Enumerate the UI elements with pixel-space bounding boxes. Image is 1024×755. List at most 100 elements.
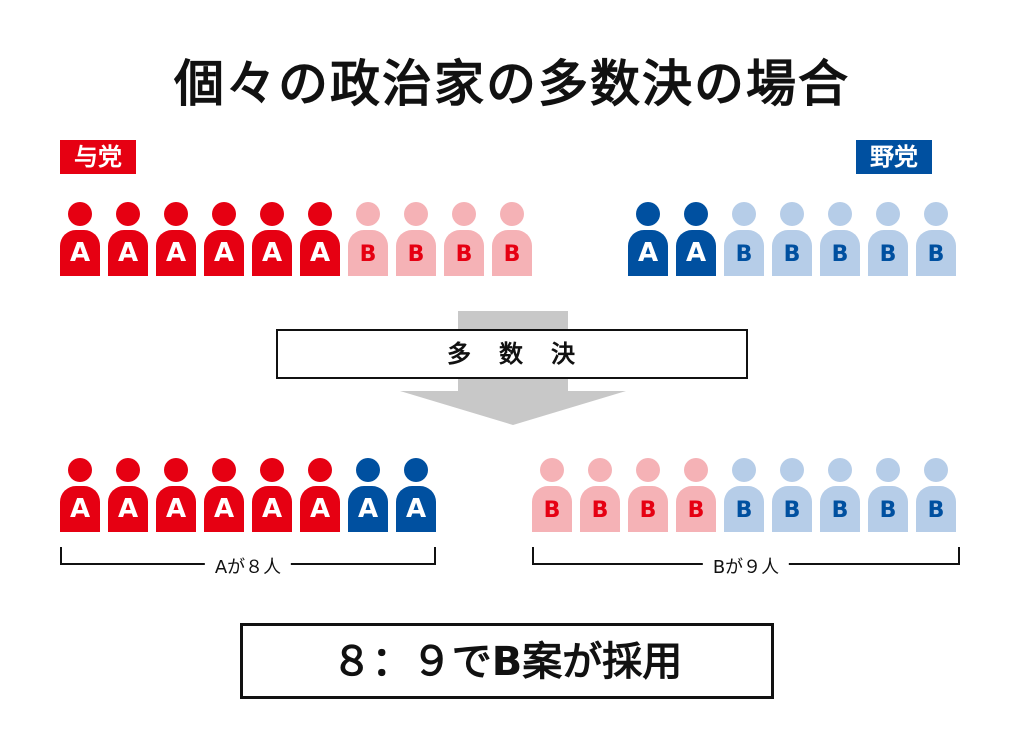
person-vote-label: A: [108, 230, 148, 276]
person-vote-label: B: [532, 486, 572, 532]
person-vote-label: B: [676, 486, 716, 532]
person-head: [116, 202, 140, 226]
person-vote-label: B: [444, 230, 484, 276]
person-icon: A: [252, 202, 292, 277]
person-vote-label: B: [724, 486, 764, 532]
person-vote-label: B: [492, 230, 532, 276]
person-icon: B: [580, 458, 620, 533]
person-icon: B: [916, 458, 956, 533]
person-icon: B: [676, 458, 716, 533]
person-vote-label: A: [204, 230, 244, 276]
person-head: [260, 202, 284, 226]
opposition-party-label: 野党: [856, 140, 932, 174]
diagram-title: 個々の政治家の多数決の場合: [174, 55, 850, 113]
person-head: [212, 458, 236, 482]
person-icon: A: [300, 202, 340, 277]
person-icon: A: [108, 202, 148, 277]
person-icon: B: [820, 202, 860, 277]
person-head: [356, 458, 380, 482]
person-vote-label: B: [772, 230, 812, 276]
person-icon: A: [156, 458, 196, 533]
person-vote-label: B: [396, 230, 436, 276]
person-icon: A: [300, 458, 340, 533]
person-icon: A: [156, 202, 196, 277]
person-vote-label: B: [348, 230, 388, 276]
person-vote-label: A: [396, 486, 436, 532]
person-vote-label: A: [156, 486, 196, 532]
person-icon: A: [108, 458, 148, 533]
person-icon: A: [60, 202, 100, 277]
group-a-count-label: Aが８人: [204, 553, 292, 579]
person-icon: A: [396, 458, 436, 533]
person-head: [924, 202, 948, 226]
person-vote-label: B: [580, 486, 620, 532]
person-head: [684, 458, 708, 482]
person-icon: A: [60, 458, 100, 533]
person-head: [636, 202, 660, 226]
person-vote-label: B: [820, 486, 860, 532]
person-head: [308, 458, 332, 482]
person-head: [500, 202, 524, 226]
person-vote-label: A: [348, 486, 388, 532]
person-head: [684, 202, 708, 226]
person-head: [68, 458, 92, 482]
person-icon: B: [772, 202, 812, 277]
person-icon: B: [492, 202, 532, 277]
person-head: [404, 202, 428, 226]
person-icon: A: [204, 458, 244, 533]
person-head: [452, 202, 476, 226]
person-head: [732, 202, 756, 226]
person-vote-label: B: [916, 486, 956, 532]
person-head: [212, 202, 236, 226]
person-icon: B: [396, 202, 436, 277]
person-vote-label: A: [252, 486, 292, 532]
person-icon: B: [532, 458, 572, 533]
person-head: [780, 202, 804, 226]
person-vote-label: B: [628, 486, 668, 532]
person-vote-label: A: [300, 230, 340, 276]
result-box: ８：９でB案が採用: [240, 623, 774, 699]
person-icon: B: [444, 202, 484, 277]
group-a-bracket: Aが８人: [60, 547, 436, 579]
person-head: [876, 458, 900, 482]
person-icon: A: [676, 202, 716, 277]
person-icon: A: [204, 202, 244, 277]
person-icon: A: [628, 202, 668, 277]
person-head: [924, 458, 948, 482]
person-head: [164, 458, 188, 482]
person-vote-label: B: [868, 230, 908, 276]
person-vote-label: A: [252, 230, 292, 276]
person-head: [260, 458, 284, 482]
person-vote-label: B: [772, 486, 812, 532]
person-vote-label: A: [60, 230, 100, 276]
person-icon: B: [868, 458, 908, 533]
person-head: [588, 458, 612, 482]
ruling-party-label: 与党: [60, 140, 136, 174]
person-vote-label: A: [628, 230, 668, 276]
person-icon: B: [820, 458, 860, 533]
person-head: [164, 202, 188, 226]
person-vote-label: B: [724, 230, 764, 276]
person-head: [356, 202, 380, 226]
person-head: [876, 202, 900, 226]
person-head: [732, 458, 756, 482]
person-icon: A: [252, 458, 292, 533]
person-icon: B: [916, 202, 956, 277]
person-vote-label: A: [156, 230, 196, 276]
person-icon: B: [868, 202, 908, 277]
group-b-bracket: Bが９人: [532, 547, 960, 579]
person-icon: A: [348, 458, 388, 533]
person-head: [828, 202, 852, 226]
person-head: [636, 458, 660, 482]
group-b-count-label: Bが９人: [702, 553, 790, 579]
person-vote-label: A: [676, 230, 716, 276]
person-head: [404, 458, 428, 482]
majority-vote-box: 多 数 決: [276, 329, 748, 379]
person-vote-label: B: [916, 230, 956, 276]
person-vote-label: A: [300, 486, 340, 532]
person-icon: B: [772, 458, 812, 533]
